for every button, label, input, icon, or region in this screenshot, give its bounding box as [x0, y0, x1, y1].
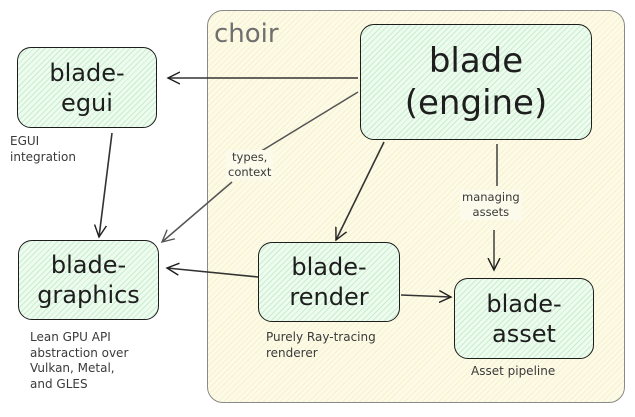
node-blade-graphics[interactable]: blade- graphics [18, 240, 159, 320]
caption-asset: Asset pipeline [471, 364, 556, 378]
node-blade-render[interactable]: blade- render [258, 242, 400, 322]
edge-egui-graphics [99, 132, 113, 237]
edge-engine-render [336, 141, 385, 240]
edge-render-asset [400, 295, 451, 297]
caption-graphics: Lean GPU API abstraction over Vulkan, Me… [30, 330, 129, 391]
node-blade-asset[interactable]: blade- asset [454, 278, 594, 359]
caption-render: Purely Ray-tracing renderer [266, 330, 376, 360]
edge-render-graphics [167, 268, 259, 278]
edge-label-types-context: types, context [226, 150, 274, 180]
edge-engine-asset [494, 144, 497, 270]
caption-egui: EGUI integration [10, 134, 76, 164]
node-blade-engine[interactable]: blade (engine) [360, 24, 592, 140]
node-blade-egui[interactable]: blade- egui [17, 47, 157, 128]
choir-group-label: choir [214, 19, 279, 49]
edge-engine-graphics [162, 91, 359, 242]
edge-label-managing-assets: managing assets [460, 190, 522, 220]
